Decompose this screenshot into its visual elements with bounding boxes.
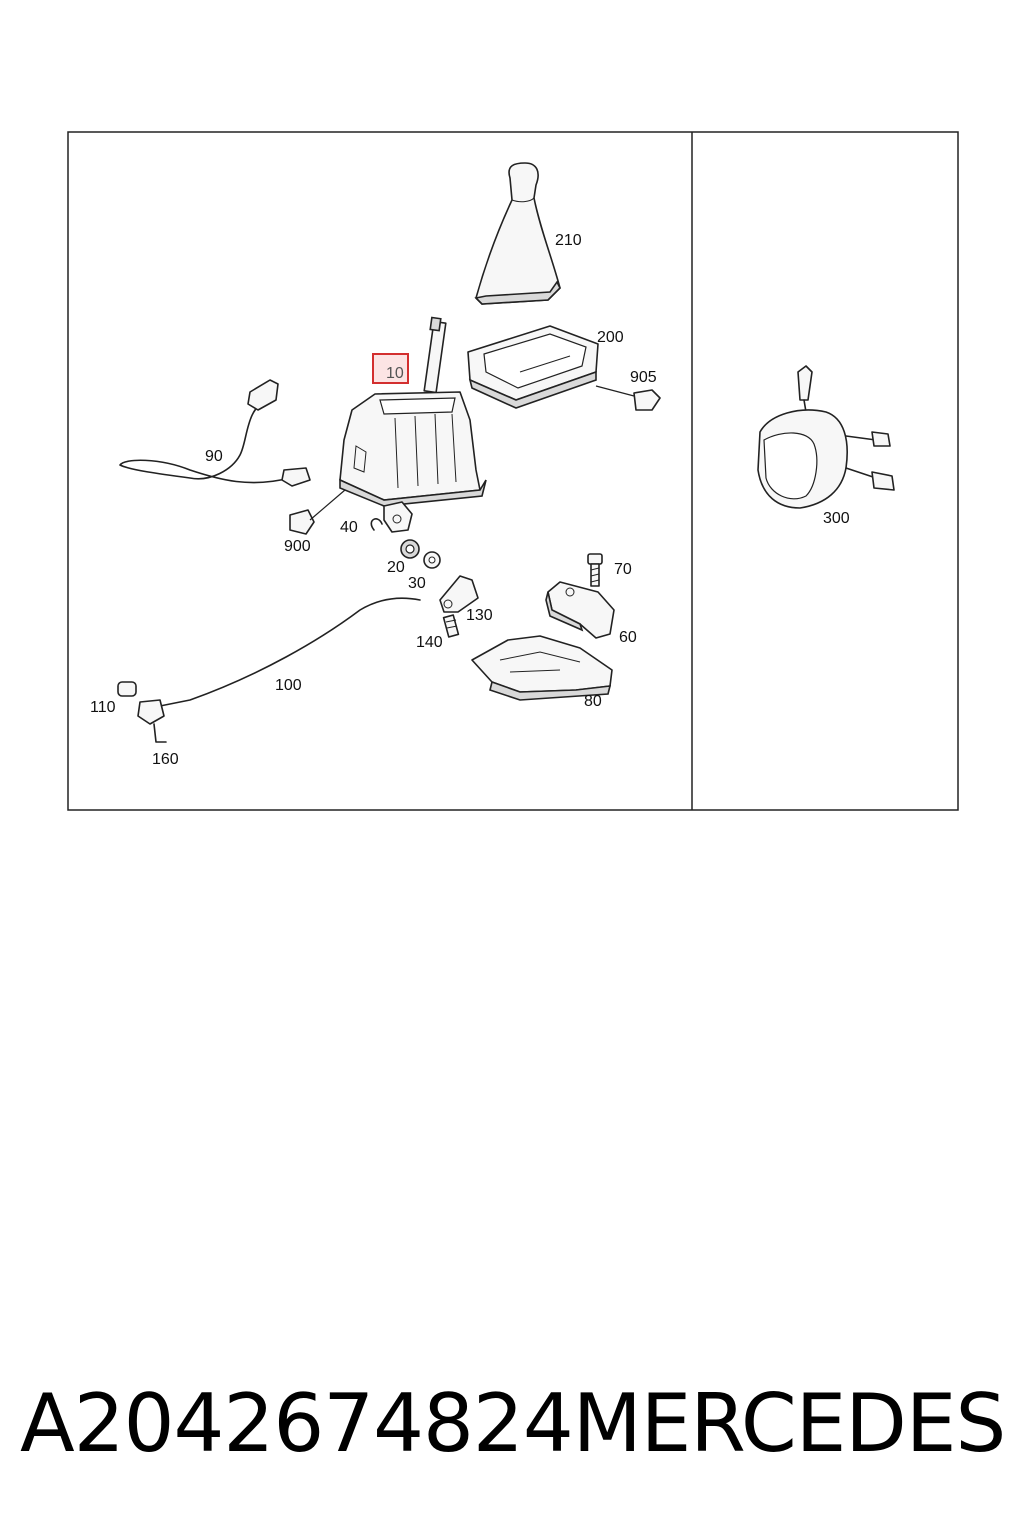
callout-900[interactable]: 900 bbox=[284, 538, 311, 555]
callout-20[interactable]: 20 bbox=[387, 559, 405, 576]
part-100-cable-rod[interactable] bbox=[149, 597, 421, 709]
callout-80[interactable]: 80 bbox=[584, 693, 602, 710]
footer-caption: A2042674824 MERCEDES bbox=[20, 1368, 1007, 1478]
part-90-cable[interactable] bbox=[119, 379, 311, 487]
callout-60[interactable]: 60 bbox=[619, 629, 637, 646]
part-210-shift-boot[interactable] bbox=[474, 162, 561, 305]
callout-210[interactable]: 210 bbox=[555, 232, 582, 249]
part-130-lever[interactable] bbox=[439, 575, 479, 613]
callout-110[interactable]: 110 bbox=[90, 699, 116, 716]
part-140-spring-pin[interactable] bbox=[442, 614, 460, 638]
callout-70[interactable]: 70 bbox=[614, 561, 632, 578]
part-300-selector-module[interactable] bbox=[757, 365, 895, 509]
part-20-bushing[interactable] bbox=[400, 539, 420, 559]
part-40-retaining-clip[interactable] bbox=[370, 518, 383, 531]
diagram-frame bbox=[67, 131, 959, 811]
callout-200[interactable]: 200 bbox=[597, 329, 624, 346]
part-110-cap[interactable] bbox=[117, 681, 137, 697]
callout-100[interactable]: 100 bbox=[275, 677, 302, 694]
part-30-washer[interactable] bbox=[423, 551, 441, 569]
callout-130[interactable]: 130 bbox=[466, 607, 493, 624]
part-905-clip[interactable] bbox=[595, 385, 661, 411]
part-10-selector-housing[interactable] bbox=[339, 316, 487, 533]
callout-300[interactable]: 300 bbox=[823, 510, 850, 527]
highlight-box-10 bbox=[372, 353, 409, 384]
callout-40[interactable]: 40 bbox=[340, 519, 358, 536]
callout-30[interactable]: 30 bbox=[408, 575, 426, 592]
callout-905[interactable]: 905 bbox=[630, 369, 657, 386]
part-number: A2042674824 bbox=[20, 1376, 574, 1470]
part-60-bracket[interactable] bbox=[545, 581, 615, 639]
callout-140[interactable]: 140 bbox=[416, 634, 443, 651]
part-80-base-plate[interactable] bbox=[471, 635, 613, 701]
callout-90[interactable]: 90 bbox=[205, 448, 223, 465]
brand-name: MERCEDES bbox=[572, 1376, 1007, 1470]
callout-160[interactable]: 160 bbox=[152, 751, 179, 768]
callout-10[interactable]: 10 bbox=[386, 365, 404, 382]
part-70-bolt[interactable] bbox=[587, 553, 603, 587]
part-200-trim-frame[interactable] bbox=[467, 325, 599, 409]
part-160-clamp[interactable] bbox=[137, 699, 167, 743]
part-900-clip[interactable] bbox=[289, 489, 346, 535]
